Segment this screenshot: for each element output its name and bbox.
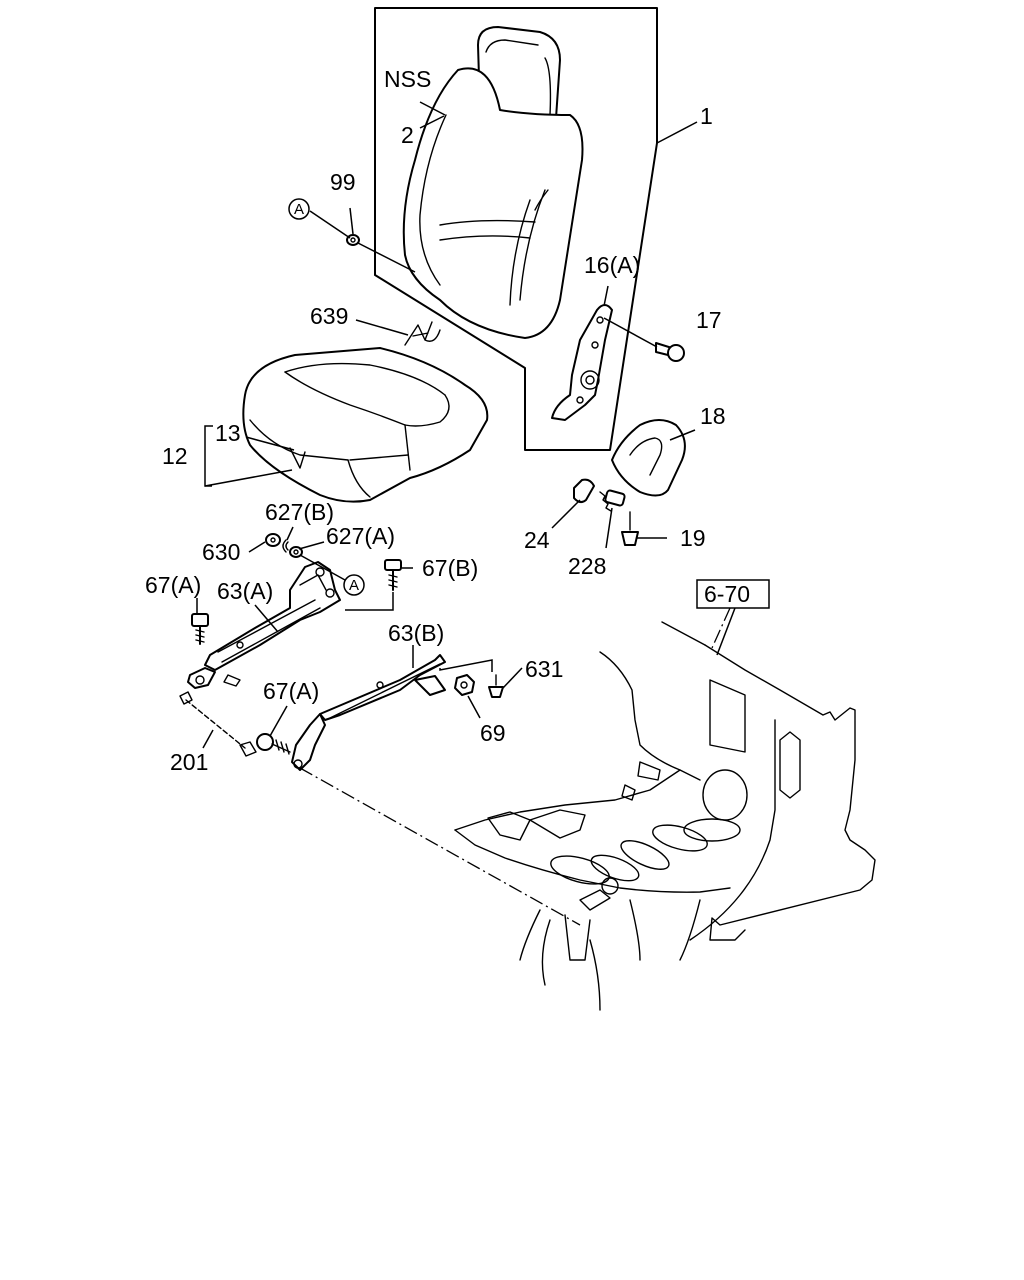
- label-part-13: 13: [215, 420, 241, 446]
- clip-639: [404, 321, 441, 346]
- label-part-99: 99: [330, 169, 356, 195]
- label-part-69: 69: [480, 720, 506, 746]
- label-part-67b: 67(B): [422, 555, 478, 581]
- label-part-627b: 627(B): [265, 499, 334, 525]
- washer-627b: [282, 539, 289, 553]
- screw-631: [488, 674, 504, 698]
- label-part-18: 18: [700, 403, 726, 429]
- washer-627a: [289, 546, 303, 558]
- label-reference-6-70: 6-70: [704, 581, 750, 607]
- rail-63b: [291, 654, 446, 771]
- screw-19: [621, 511, 639, 546]
- label-part-201: 201: [170, 749, 208, 775]
- label-part-1: 1: [700, 103, 713, 129]
- label-part-17: 17: [696, 307, 722, 333]
- rail-63a: [187, 561, 341, 689]
- label-part-63a: 63(A): [217, 578, 273, 604]
- cable-201: [179, 691, 257, 757]
- callout-a-upper-text: A: [294, 201, 304, 218]
- label-part-24: 24: [524, 527, 550, 553]
- bolt-67a-bottom: [256, 733, 291, 755]
- callout-a-lower: A: [343, 574, 365, 596]
- label-part-63b: 63(B): [388, 620, 444, 646]
- nut-69: [454, 674, 475, 696]
- nut-630: [265, 533, 281, 547]
- leader-lines: [196, 101, 736, 926]
- label-part-19: 19: [680, 525, 706, 551]
- label-part-630: 630: [202, 539, 240, 565]
- label-part-627a: 627(A): [326, 523, 395, 549]
- callout-a-upper: A: [288, 198, 310, 220]
- bolt-67b: [384, 559, 402, 591]
- seat-cushion: [242, 347, 489, 503]
- label-part-631: 631: [525, 656, 563, 682]
- pin-24: [573, 478, 595, 504]
- label-part-67a-bottom: 67(A): [263, 678, 319, 704]
- bolt-67a-top: [191, 613, 209, 645]
- callout-a-lower-text: A: [349, 577, 359, 594]
- reference-box: [696, 579, 770, 609]
- cover-18: [611, 419, 686, 497]
- bolt-17: [655, 342, 685, 362]
- label-nss: NSS: [384, 66, 431, 92]
- seat-back: [402, 26, 584, 339]
- washer-99-hole: [350, 237, 356, 243]
- vehicle-floor-body: [454, 621, 876, 1011]
- spring-228: [599, 489, 626, 512]
- seat-back-group-frame: [374, 7, 658, 451]
- label-part-12: 12: [162, 443, 188, 469]
- label-part-639: 639: [310, 303, 348, 329]
- recliner-16a: [551, 304, 613, 421]
- label-part-228: 228: [568, 553, 606, 579]
- label-part-2: 2: [401, 122, 414, 148]
- label-part-16a: 16(A): [584, 252, 640, 278]
- label-part-67a-top: 67(A): [145, 572, 201, 598]
